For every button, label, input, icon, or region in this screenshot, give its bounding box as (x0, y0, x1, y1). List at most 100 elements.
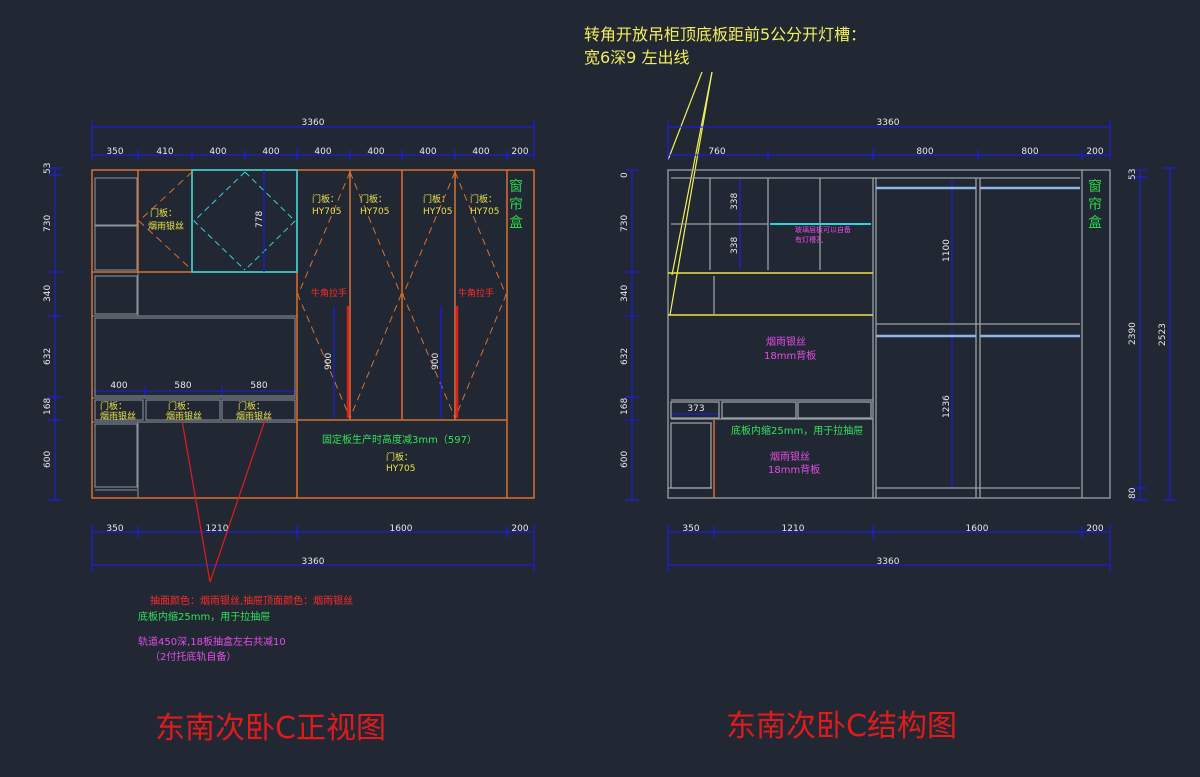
right-total-width-bottom: 3360 (877, 557, 900, 567)
left-height-3: 340 (43, 285, 53, 302)
dim-900-right: 900 (431, 353, 441, 370)
dim-900-left: 900 (324, 353, 334, 370)
right-bottom-dim-4: 200 (1086, 524, 1103, 534)
drawer-3-label-2: 烟雨银丝 (236, 410, 272, 422)
right-view-title: 东南次卧C结构图 (726, 709, 957, 744)
curtain-box-char-2: 帘 (509, 197, 523, 213)
dim-338-top: 338 (730, 193, 740, 210)
handle-label-left: 牛角拉手 (311, 287, 347, 299)
right-height-2523: 2523 (1158, 323, 1168, 346)
left-total-width-bottom: 3360 (302, 557, 325, 567)
annotation-leader-lines (667, 71, 713, 316)
left-inner-structure (92, 177, 297, 498)
drawer-2-label-1: 门板： (168, 400, 195, 412)
right-total-width-top: 3360 (877, 118, 900, 128)
door-4-label-2: HY705 (470, 207, 499, 217)
right-curtain-char-1: 窗 (1088, 178, 1102, 195)
drawer-dim-3: 580 (250, 381, 267, 391)
left-bottom-dim-4: 200 (511, 524, 528, 534)
right-height-53: 53 (1128, 169, 1138, 180)
left-top-dim-4: 400 (262, 147, 279, 157)
dim-373: 373 (687, 404, 704, 414)
left-bottom-dim-3: 1600 (390, 524, 413, 534)
left-top-dim-9: 200 (511, 147, 528, 157)
handle-label-right: 牛角拉手 (458, 287, 494, 299)
fixed-door-label-1: 门板： (386, 451, 413, 463)
back-panel-2-line-1: 烟雨银丝 (770, 450, 810, 463)
right-left-height-6: 600 (620, 451, 630, 468)
note-leader-lines (181, 419, 266, 583)
drawer-1-label-2: 烟雨银丝 (100, 410, 136, 422)
hanging-rods (876, 186, 1080, 338)
glass-door-swing (193, 171, 296, 271)
left-front-view: 3360 350 410 400 400 400 400 400 400 200… (43, 118, 535, 746)
dim-1100: 1100 (942, 239, 952, 262)
upper-door-label-2: 烟雨银丝 (148, 220, 184, 232)
dim-1236: 1236 (942, 395, 952, 418)
left-top-dim-7: 400 (419, 147, 436, 157)
right-structure-view: 3360 760 800 800 200 350 1210 1600 200 3… (620, 118, 1177, 744)
right-left-height-4: 632 (620, 348, 630, 365)
curtain-box-char-1: 窗 (509, 178, 523, 195)
right-bottom-dim-2: 1210 (782, 524, 805, 534)
annotation-line-2: 宽6深9 左出线 (584, 48, 689, 67)
door-3-label-2: HY705 (423, 207, 452, 217)
right-height-80: 80 (1128, 487, 1138, 499)
right-bottom-dim-1: 350 (682, 524, 699, 534)
annotation-line-1: 转角开放吊柜顶底板距前5公分开灯槽： (584, 25, 866, 44)
note-rail-2: （2付托底轨自备） (150, 650, 236, 663)
left-view-title: 东南次卧C正视图 (155, 711, 386, 746)
left-top-dim-6: 400 (367, 147, 384, 157)
right-bottom-dim-3: 1600 (966, 524, 989, 534)
right-curtain-char-3: 盒 (1088, 214, 1102, 231)
left-height-5: 168 (43, 398, 53, 415)
curtain-box-char-3: 盒 (509, 214, 523, 231)
dim-778-label: 778 (255, 211, 265, 228)
right-top-dim-3: 800 (1021, 147, 1038, 157)
right-cabinet-frame (667, 169, 1111, 499)
dim-338-bottom: 338 (730, 237, 740, 254)
note-inset: 底板内缩25mm，用于拉抽屉 (138, 610, 270, 623)
left-top-dimensions (48, 120, 535, 572)
drawer-1-label-1: 门板： (100, 400, 127, 412)
drawer-dim-2: 580 (174, 381, 191, 391)
right-left-height-3: 340 (620, 285, 630, 302)
right-top-dim-2: 800 (916, 147, 933, 157)
left-height-4: 632 (43, 348, 53, 365)
glass-shelf-note-2: 有灯槽孔 (795, 235, 823, 244)
left-top-dim-8: 400 (472, 147, 489, 157)
back-panel-2-line-2: 18mm背板 (768, 463, 820, 476)
fixed-panel-note: 固定板生产时高度减3mm（597） (322, 433, 477, 446)
right-left-height-1: 0 (620, 172, 630, 178)
left-bottom-dim-1: 350 (106, 524, 123, 534)
right-dimensions (625, 120, 1177, 572)
back-panel-1-line-2: 18mm背板 (764, 349, 816, 362)
left-height-2: 730 (43, 215, 53, 232)
back-panel-1-line-1: 烟雨银丝 (766, 335, 806, 348)
left-cabinet-frame (91, 169, 535, 499)
right-inset-note: 底板内缩25mm，用于拉抽屉 (731, 424, 863, 437)
right-height-2390: 2390 (1128, 322, 1138, 345)
door-2-label-1: 门板： (360, 193, 387, 205)
left-bottom-dim-2: 1210 (206, 524, 229, 534)
left-top-dim-1: 350 (106, 147, 123, 157)
left-height-1: 53 (43, 163, 53, 174)
right-top-dim-1: 760 (708, 147, 725, 157)
right-curtain-char-2: 帘 (1088, 197, 1102, 213)
note-color: 抽面颜色：烟雨银丝,抽屉顶面颜色：烟雨银丝 (150, 594, 353, 607)
right-left-height-5: 168 (620, 398, 630, 415)
left-height-6: 600 (43, 451, 53, 468)
door-4-label-1: 门板： (470, 193, 497, 205)
note-rail: 轨道450深,18板抽盒左右共减10 (138, 635, 286, 648)
door-2-label-2: HY705 (360, 207, 389, 217)
glass-door-frame (191, 169, 298, 273)
drawer-2-label-2: 烟雨银丝 (166, 410, 202, 422)
left-top-dim-2: 410 (156, 147, 173, 157)
left-total-width-top: 3360 (302, 118, 325, 128)
handles (346, 306, 459, 418)
fixed-door-label-2: HY705 (386, 464, 415, 474)
door-1-label-1: 门板： (312, 193, 339, 205)
drawer-3-label-1: 门板： (238, 400, 265, 412)
light-groove-shelves (668, 272, 873, 316)
